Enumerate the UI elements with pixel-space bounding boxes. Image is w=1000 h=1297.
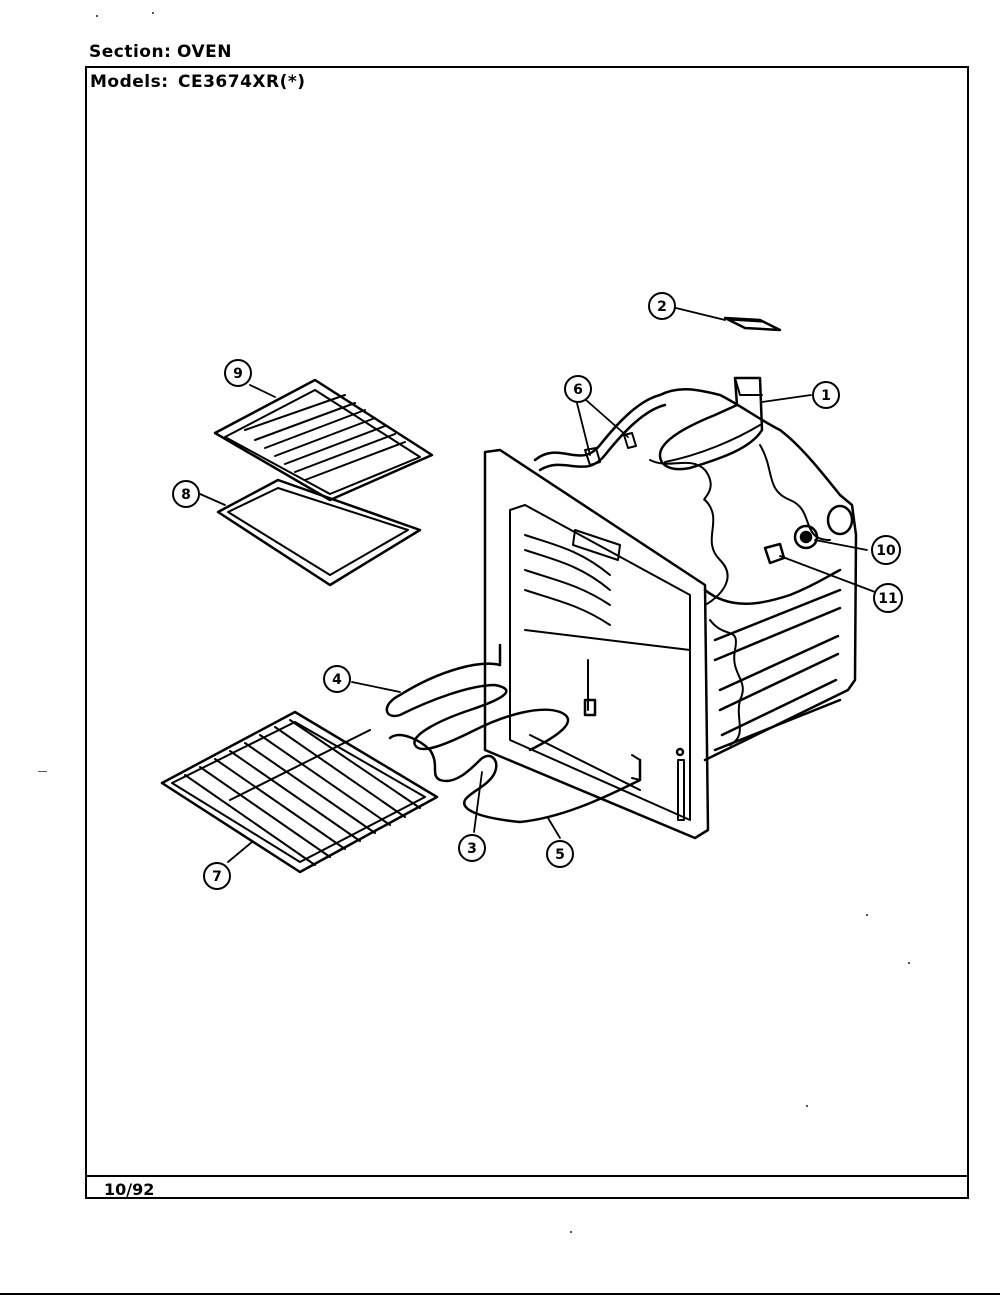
svg-text:6: 6	[573, 382, 583, 398]
callout-8: 8	[172, 480, 200, 508]
oven-rack	[160, 710, 439, 874]
callouts: 1 2 3 4 5 6 7 8	[172, 292, 903, 890]
scan-speck	[908, 962, 910, 964]
svg-text:11: 11	[878, 591, 897, 607]
bake-element	[385, 643, 597, 752]
callout-4: 4	[323, 665, 351, 693]
svg-text:8: 8	[181, 487, 191, 503]
scan-speck	[38, 771, 47, 772]
models-label: Models:	[90, 72, 169, 92]
svg-text:7: 7	[212, 869, 222, 885]
light-bulb	[763, 542, 786, 565]
section-header: Section:OVEN	[89, 42, 232, 62]
revision-date: 10/92	[104, 1180, 155, 1199]
callout-9: 9	[224, 359, 252, 387]
svg-text:1: 1	[821, 388, 831, 404]
callout-11: 11	[873, 583, 903, 613]
callout-6: 6	[564, 375, 592, 403]
svg-text:4: 4	[332, 672, 342, 688]
callout-2: 2	[648, 292, 676, 320]
callout-10: 10	[871, 535, 901, 565]
svg-text:3: 3	[467, 841, 477, 857]
models-header: Models: CE3674XR(*)	[90, 72, 306, 92]
svg-text:2: 2	[657, 299, 667, 315]
callout-1: 1	[812, 381, 840, 409]
svg-text:10: 10	[876, 543, 896, 559]
rack-supports	[584, 432, 637, 466]
vent-plate	[723, 316, 782, 332]
callout-3: 3	[458, 834, 486, 862]
broiler-pan	[216, 478, 422, 587]
scan-speck	[152, 12, 154, 14]
models-value: CE3674XR(*)	[178, 72, 306, 92]
scan-speck	[96, 15, 98, 17]
broil-element	[388, 733, 642, 824]
leader-lines	[199, 307, 876, 863]
svg-text:9: 9	[233, 366, 243, 382]
scan-speck	[570, 1231, 572, 1233]
callout-7: 7	[203, 862, 231, 890]
footer-divider	[87, 1175, 967, 1177]
scan-speck	[866, 914, 868, 916]
broiler-grid	[213, 378, 434, 502]
callout-5: 5	[546, 840, 574, 868]
oven-vent-duct	[658, 376, 764, 471]
oven-front-frame	[483, 448, 710, 840]
oven-cavity	[533, 388, 858, 762]
section-label: Section:	[89, 42, 172, 62]
section-value: OVEN	[177, 42, 232, 62]
svg-text:5: 5	[555, 847, 565, 863]
light-socket	[793, 524, 819, 550]
scan-speck	[806, 1105, 808, 1107]
page-bottom-rule	[0, 1293, 1000, 1295]
diagram-frame	[85, 66, 969, 1199]
